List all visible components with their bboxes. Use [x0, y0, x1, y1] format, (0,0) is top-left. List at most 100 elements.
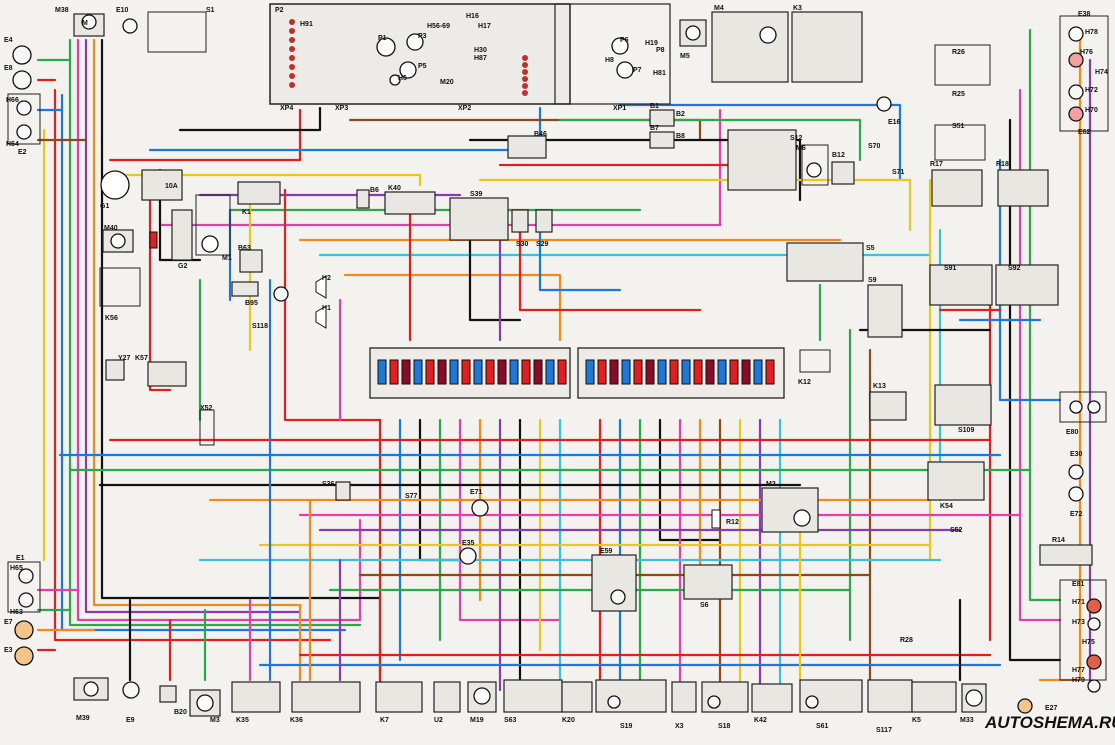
- label-h77: H77: [1072, 667, 1085, 674]
- h71-lamp-icon: [1086, 598, 1102, 614]
- label-e72: E72: [1070, 511, 1083, 518]
- label-y27: Y27: [118, 355, 131, 362]
- h76-lamp-icon: [1068, 52, 1084, 68]
- p2-cluster-box: [269, 3, 571, 105]
- s61-lamp-icon: [805, 695, 819, 709]
- s92-switch-box: [995, 264, 1059, 306]
- h77-lamp-icon: [1086, 654, 1102, 670]
- e8-lamp-icon: [12, 70, 32, 90]
- label-k3: K3: [793, 5, 802, 12]
- label-m2: M2: [766, 481, 776, 488]
- label-k5: K5: [912, 717, 921, 724]
- fuse-icon: [585, 359, 595, 385]
- r17-resistor-box: [931, 169, 983, 207]
- label-xp1: XP1: [613, 105, 626, 112]
- s5-switch-box: [786, 242, 864, 282]
- label-h64: H64: [6, 141, 19, 148]
- label-h78: H78: [1085, 29, 1098, 36]
- label-b1: B1: [650, 103, 659, 110]
- label-h56-69: H56-69: [427, 23, 450, 30]
- fuse-icon: [473, 359, 483, 385]
- fuse-row-right: [585, 359, 775, 385]
- indicator-dot: [289, 55, 295, 61]
- label-r14: R14: [1052, 537, 1065, 544]
- label-s6: S6: [700, 602, 709, 609]
- label-s91: S91: [944, 265, 957, 272]
- indicator-dot: [522, 76, 528, 82]
- m3-motor-icon: [196, 694, 214, 712]
- m19-motor-icon: [473, 687, 491, 705]
- x3-connector-box: [671, 681, 697, 713]
- label-s19: S19: [620, 723, 633, 730]
- m6-motor-box: [801, 144, 829, 186]
- e81-e27-tail-box: [1059, 579, 1107, 681]
- h70-lamp-icon: [1068, 106, 1084, 122]
- label-xp4: XP4: [280, 105, 293, 112]
- label-h73: H73: [1072, 619, 1085, 626]
- label-k1: K1: [242, 209, 251, 216]
- r18-resistor-box: [997, 169, 1049, 207]
- label-h65: H65: [10, 565, 23, 572]
- s9-switch-box: [867, 284, 903, 338]
- label-k35: K35: [236, 717, 249, 724]
- e1-headlight-box: [7, 561, 41, 613]
- label-p3: P3: [418, 33, 427, 40]
- b7-sensor-box: [649, 131, 675, 149]
- r14-resistor-box: [1039, 544, 1093, 566]
- fuse-icon: [485, 359, 495, 385]
- s12-switch-box: [727, 129, 797, 191]
- y27-valve-box: [105, 359, 125, 381]
- h73-lamp-icon: [1087, 617, 1101, 631]
- s30-switch-box: [511, 209, 529, 233]
- label-s18: S18: [718, 723, 731, 730]
- label-e27: E27: [1045, 705, 1058, 712]
- fuse-icon: [413, 359, 423, 385]
- p6-gauge-icon: [611, 37, 629, 55]
- fuse-boxes: [369, 347, 785, 399]
- label-h70: H70: [1085, 107, 1098, 114]
- m33-motor-icon: [965, 689, 983, 707]
- label-e80: E80: [1066, 429, 1079, 436]
- label-b63: B63: [238, 245, 251, 252]
- b95-sensor-box: [231, 281, 259, 297]
- k3-relay-box: [791, 11, 863, 83]
- label-e59: E59: [600, 548, 613, 555]
- b46-sensor-box: [507, 135, 547, 159]
- e72-lamp-icon: [1068, 486, 1084, 502]
- e27-lamp-icon: [1017, 698, 1033, 714]
- label-m3: M3: [210, 717, 220, 724]
- r12-resistor-icon: [711, 509, 721, 529]
- label-s9: S9: [868, 277, 877, 284]
- indicator-dot: [522, 55, 528, 61]
- label-s36: S36: [322, 481, 335, 488]
- e10-lamp-icon: [122, 18, 138, 34]
- label-h30: H30: [474, 47, 487, 54]
- k36-relay-box: [291, 681, 361, 713]
- k40-relay-box: [384, 191, 436, 215]
- m38-motor-icon: [81, 14, 97, 30]
- fuse-icon: [717, 359, 727, 385]
- e71-lamp-icon: [471, 499, 489, 517]
- indicator-dot: [522, 83, 528, 89]
- label-h63: H63: [10, 609, 23, 616]
- m1-starter-box: [195, 194, 231, 256]
- s19-switch-box: [595, 679, 667, 713]
- e9-lamp-icon: [122, 681, 140, 699]
- p3-gauge-icon: [406, 33, 424, 51]
- label-e1: E1: [16, 555, 25, 562]
- label-b95: B95: [245, 300, 258, 307]
- label-h66: H66: [6, 97, 19, 104]
- fuse-icon: [425, 359, 435, 385]
- label-s63: S63: [504, 717, 517, 724]
- s19-lamp-icon: [607, 695, 621, 709]
- label-p6: P6: [620, 37, 629, 44]
- fuse-icon: [681, 359, 691, 385]
- label-s52: S52: [950, 527, 963, 534]
- label-s30: S30: [516, 241, 529, 248]
- label-h75: H75: [1082, 639, 1095, 646]
- s36-switch-box: [335, 481, 351, 501]
- fuse-icon: [389, 359, 399, 385]
- e4-lamp-icon: [12, 45, 32, 65]
- label-s29: S29: [536, 241, 549, 248]
- s91-switch-box: [929, 264, 993, 306]
